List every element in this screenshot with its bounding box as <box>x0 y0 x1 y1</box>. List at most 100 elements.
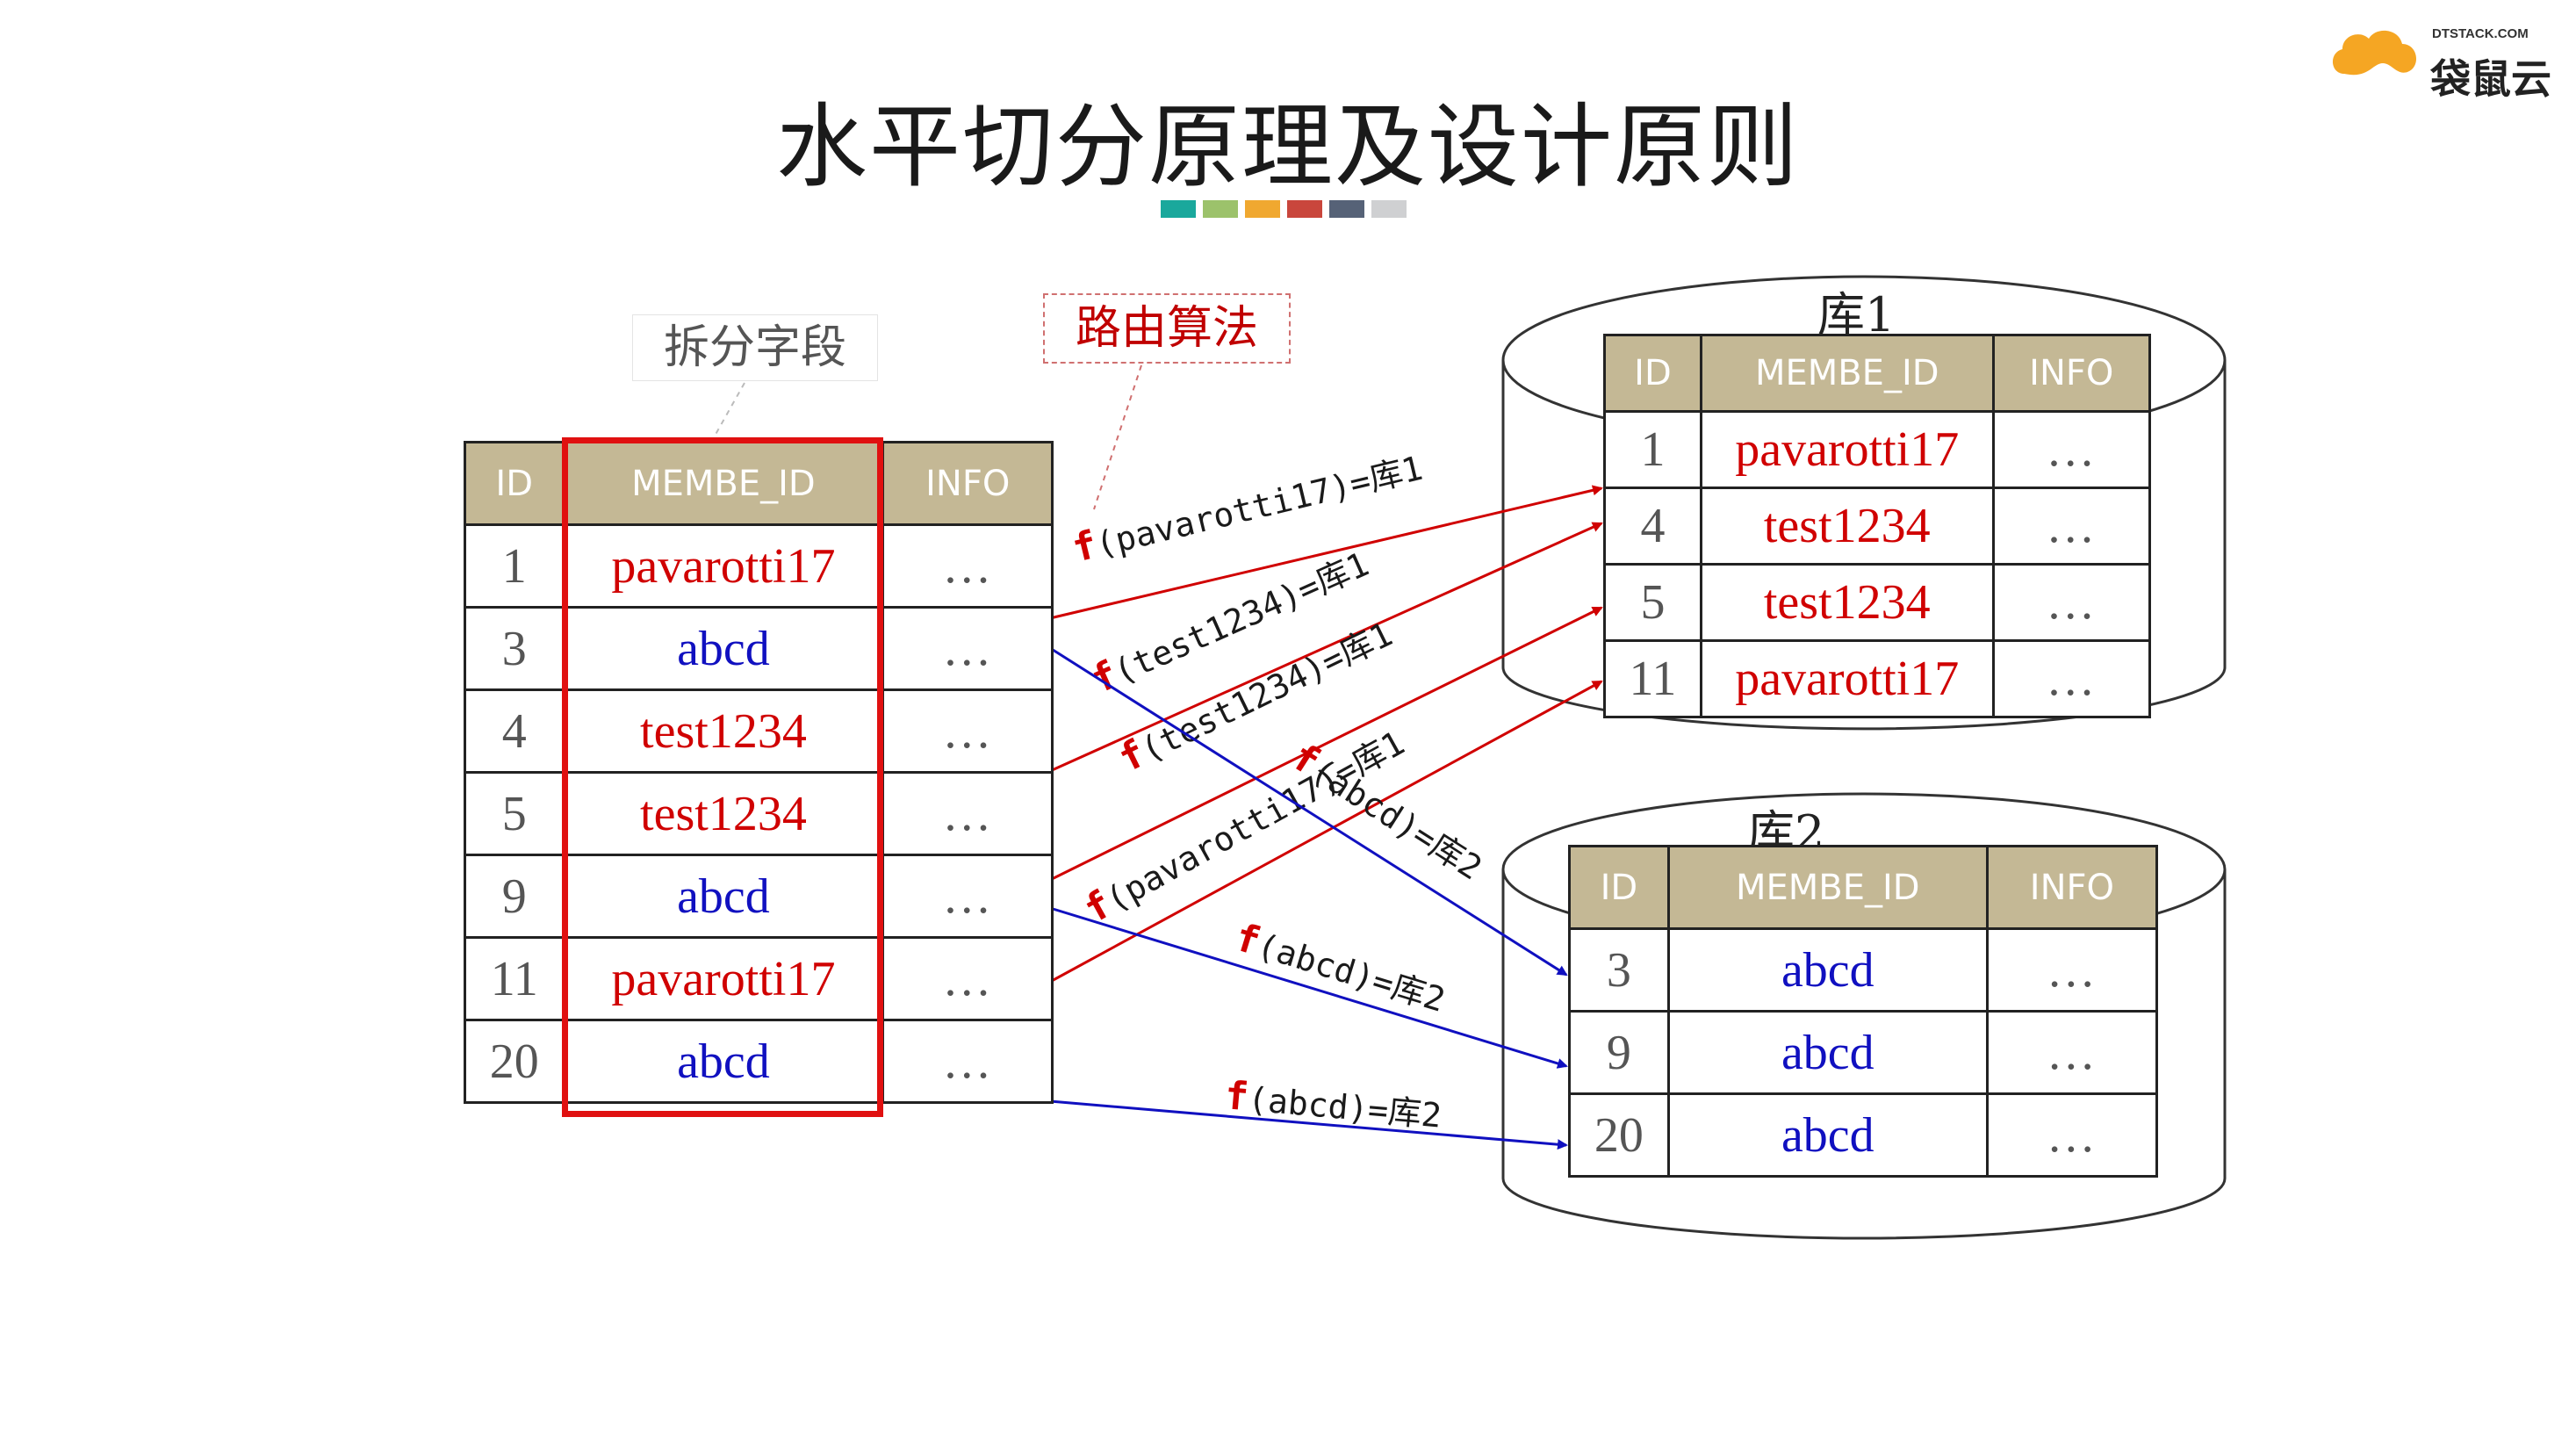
column-header-member-id: MEMBE_ID <box>1666 845 1989 930</box>
color-swatch-red <box>1287 200 1322 218</box>
color-swatch-teal <box>1161 200 1196 218</box>
column-header-id: ID <box>1603 334 1702 413</box>
member-id-cell: pavarotti17 <box>562 936 885 1021</box>
member-id-cell: abcd <box>562 1019 885 1104</box>
info-cell: … <box>1985 1092 2159 1178</box>
split-field-callout: 拆分字段 <box>632 314 878 381</box>
member-id-cell: abcd <box>1666 927 1989 1013</box>
route-label: f(abcd)=库2 <box>1223 1073 1443 1136</box>
info-cell: … <box>1985 1010 2159 1095</box>
info-cell: … <box>881 688 1054 774</box>
route-arrow <box>1049 1099 1568 1150</box>
info-cell: … <box>881 854 1054 939</box>
column-header-member-id: MEMBE_ID <box>1699 334 1995 413</box>
route-label: f(abcd)=库2 <box>1230 915 1451 1021</box>
row-id-cell: 20 <box>1568 1092 1670 1178</box>
source-table-header: ID MEMBE_ID INFO <box>463 441 1054 526</box>
color-swatch-orange <box>1245 200 1280 218</box>
row-id-cell: 11 <box>1603 639 1702 718</box>
info-cell: … <box>881 771 1054 856</box>
info-cell: … <box>881 523 1054 609</box>
route-arrow <box>1049 522 1603 773</box>
database-1-table-header: ID MEMBE_ID INFO <box>1603 334 2152 413</box>
route-arrow <box>1049 485 1603 620</box>
route-arrow <box>1049 646 1568 977</box>
info-cell: … <box>1991 487 2152 566</box>
column-header-member-id: MEMBE_ID <box>562 441 885 526</box>
member-id-cell: test1234 <box>562 688 885 774</box>
row-id-cell: 3 <box>1568 927 1670 1013</box>
logo-brand-name: 袋鼠云 <box>2430 55 2551 103</box>
routing-algorithm-leader-line <box>1093 364 1142 510</box>
cloud-logo-icon <box>2332 30 2417 76</box>
member-id-cell: pavarotti17 <box>1699 410 1995 489</box>
row-id-cell: 5 <box>1603 563 1702 642</box>
member-id-cell: test1234 <box>1699 487 1995 566</box>
database-1-label: 库1 <box>1817 287 1896 342</box>
row-id-cell: 5 <box>463 771 565 856</box>
route-label: f(pavarotti17)=库1 <box>1069 444 1427 572</box>
routing-algorithm-callout: 路由算法 <box>1043 293 1291 364</box>
column-header-info: INFO <box>1985 845 2159 930</box>
slide-title: 水平切分原理及设计原则 <box>775 93 1800 200</box>
company-logo: DTSTACK.COM 袋鼠云 <box>2327 18 2564 103</box>
route-arrow <box>1049 680 1603 984</box>
color-swatch-green <box>1203 200 1238 218</box>
row-id-cell: 9 <box>463 854 565 939</box>
member-id-cell: abcd <box>562 606 885 691</box>
color-bar <box>1161 200 1407 218</box>
member-id-cell: abcd <box>1666 1010 1989 1095</box>
column-header-id: ID <box>1568 845 1670 930</box>
info-cell: … <box>1991 410 2152 489</box>
row-id-cell: 4 <box>463 688 565 774</box>
info-cell: … <box>881 936 1054 1021</box>
info-cell: … <box>881 606 1054 691</box>
info-cell: … <box>1991 563 2152 642</box>
row-id-cell: 3 <box>463 606 565 691</box>
route-function-symbol: f <box>1223 1073 1250 1120</box>
route-expression: (abcd)=库2 <box>1253 926 1450 1020</box>
route-expression: (pavarotti17)=库1 <box>1092 449 1427 565</box>
database-2-table-header: ID MEMBE_ID INFO <box>1568 845 2159 930</box>
route-expression: (abcd)=库2 <box>1247 1079 1443 1135</box>
info-cell: … <box>1991 639 2152 718</box>
member-id-cell: abcd <box>1666 1092 1989 1178</box>
row-id-cell: 4 <box>1603 487 1702 566</box>
color-swatch-slate <box>1329 200 1364 218</box>
column-header-info: INFO <box>1991 334 2152 413</box>
row-id-cell: 9 <box>1568 1010 1670 1095</box>
row-id-cell: 20 <box>463 1019 565 1104</box>
route-arrow <box>1049 606 1603 882</box>
member-id-cell: test1234 <box>562 771 885 856</box>
info-cell: … <box>881 1019 1054 1104</box>
split-field-leader-line <box>712 382 745 440</box>
member-id-cell: abcd <box>562 854 885 939</box>
member-id-cell: pavarotti17 <box>1699 639 1995 718</box>
member-id-cell: pavarotti17 <box>562 523 885 609</box>
info-cell: … <box>1985 927 2159 1013</box>
row-id-cell: 1 <box>1603 410 1702 489</box>
route-arrow <box>1049 906 1568 1069</box>
column-header-id: ID <box>463 441 565 526</box>
color-swatch-gray <box>1371 200 1407 218</box>
row-id-cell: 1 <box>463 523 565 609</box>
column-header-info: INFO <box>881 441 1054 526</box>
row-id-cell: 11 <box>463 936 565 1021</box>
